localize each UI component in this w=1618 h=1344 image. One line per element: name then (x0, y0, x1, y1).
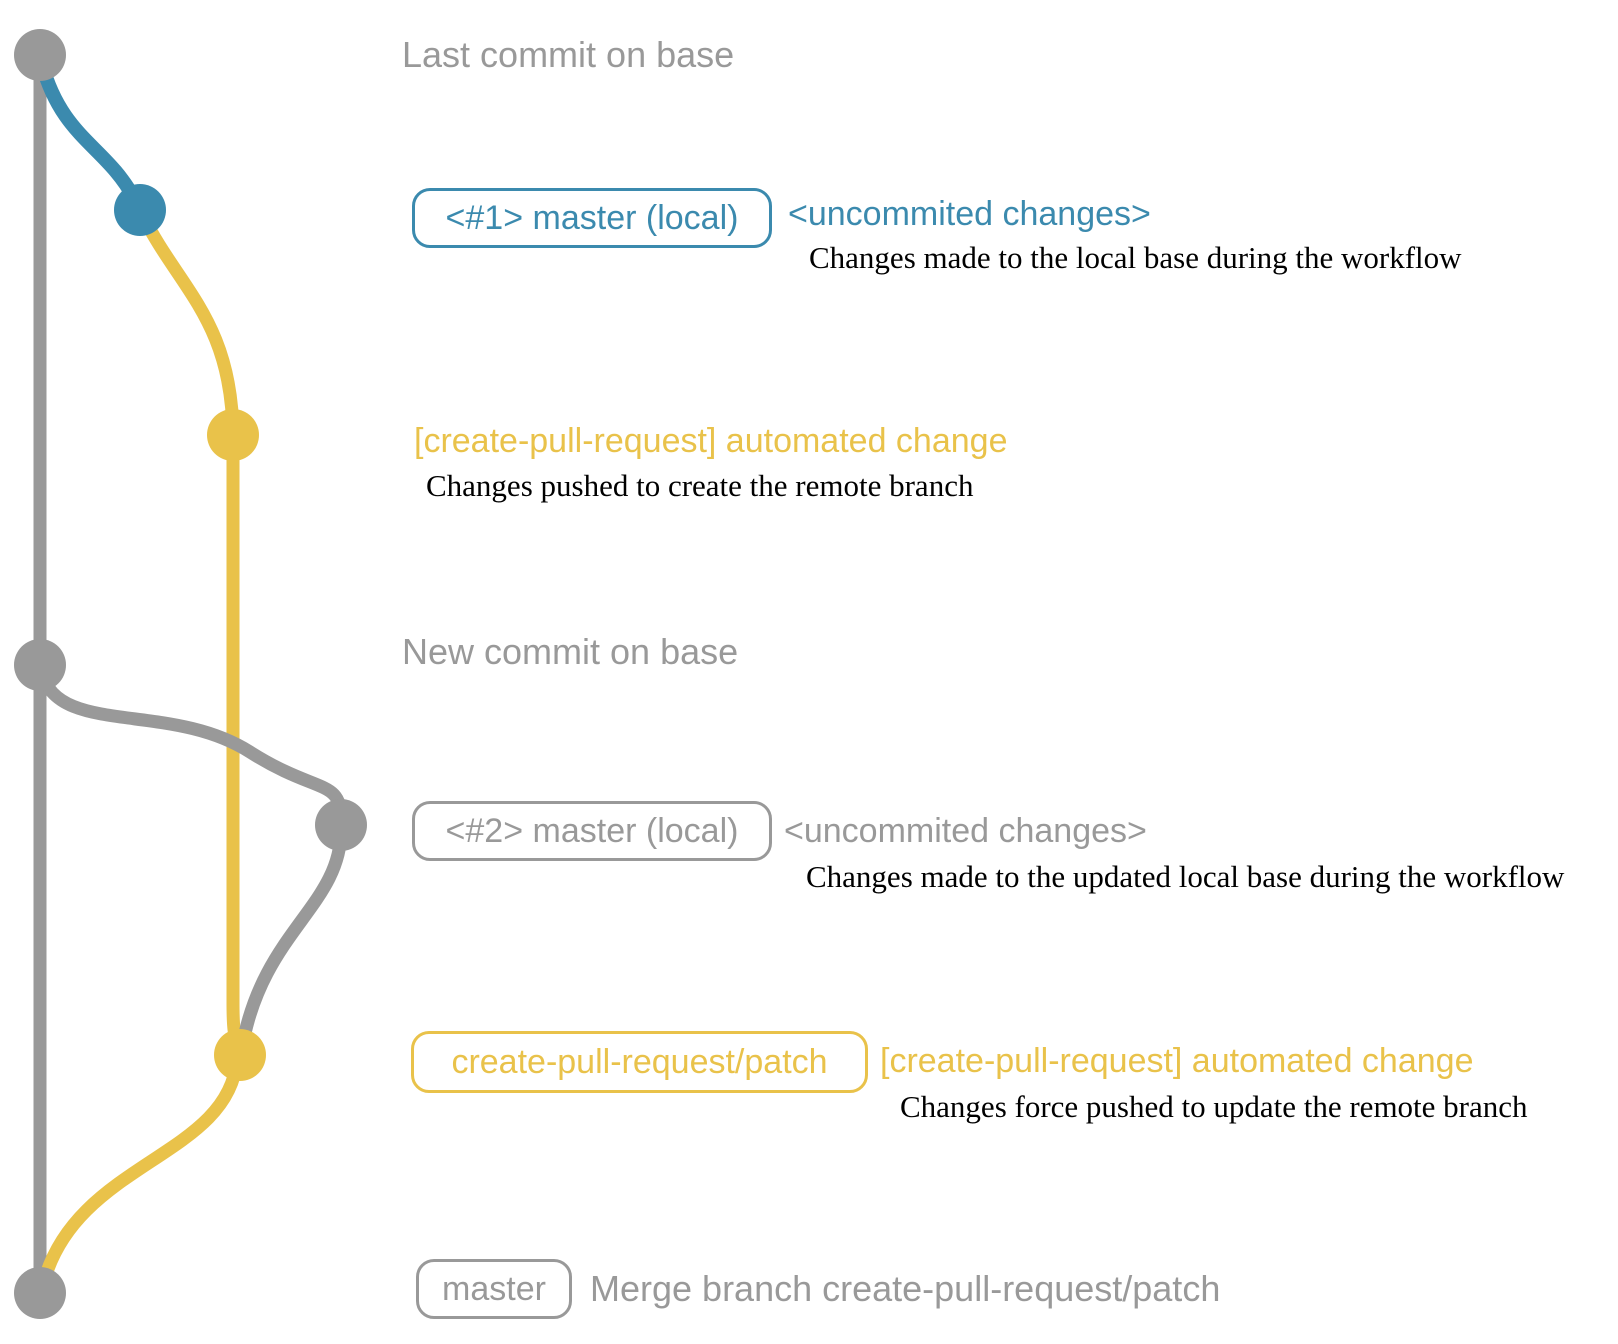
annotation-uncommitted-changes-1: <uncommited changes> (788, 195, 1151, 233)
local-changes-2-curve (235, 823, 348, 1055)
commit-node-last-base (14, 29, 66, 81)
local-changes-1-curve (35, 57, 141, 205)
branch-badge-master: master (416, 1259, 572, 1319)
branch-badge-master-local-2: <#2> master (local) (412, 801, 772, 861)
branch-badge-master-local-1: <#1> master (local) (412, 188, 772, 248)
merge-curve (36, 1053, 244, 1292)
annotation-uncommitted-changes-2: <uncommited changes> (784, 812, 1147, 850)
commit-node-remote-1 (207, 409, 259, 461)
commit-node-local-2 (315, 799, 367, 851)
remote-branch-line (135, 207, 246, 1057)
annotation-automated-change-1: [create-pull-request] automated change (414, 422, 1008, 460)
description-merge-branch: Merge branch create-pull-request/patch (590, 1268, 1221, 1309)
commit-node-new-base (14, 639, 66, 691)
commit-node-local-1 (114, 184, 166, 236)
description-push-create-branch: Changes pushed to create the remote bran… (426, 468, 974, 503)
commit-node-merge (14, 1267, 66, 1319)
note-new-commit-on-base: New commit on base (402, 631, 739, 672)
commit-node-remote-2 (214, 1029, 266, 1081)
description-local-changes-1: Changes made to the local base during th… (809, 240, 1462, 275)
note-last-commit-on-base: Last commit on base (402, 34, 735, 75)
description-force-push-update-branch: Changes force pushed to update the remot… (900, 1089, 1528, 1124)
branch-badge-create-pull-request-patch: create-pull-request/patch (411, 1031, 868, 1093)
base-update-curve (34, 663, 348, 827)
annotation-automated-change-2: [create-pull-request] automated change (880, 1042, 1474, 1080)
description-local-changes-2: Changes made to the updated local base d… (806, 859, 1565, 894)
